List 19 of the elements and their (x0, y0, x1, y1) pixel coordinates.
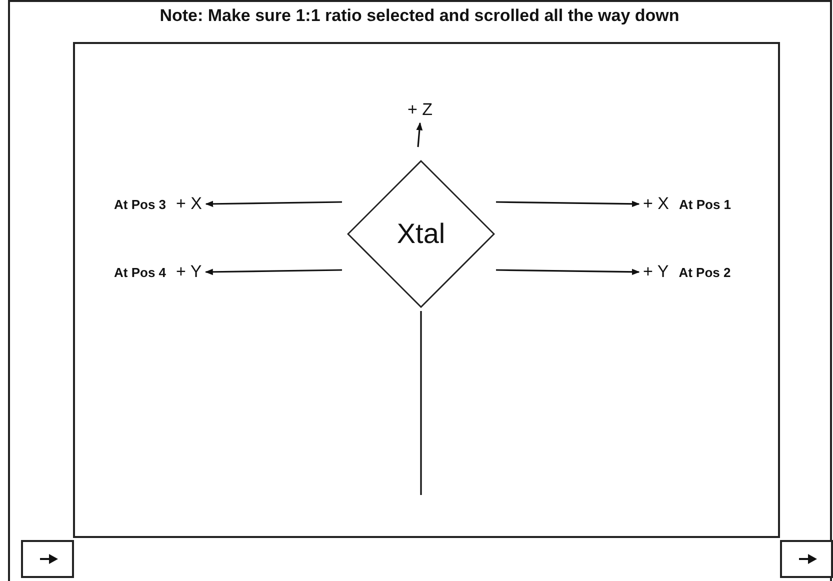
arrow (496, 268, 640, 276)
axis-label: + Y (643, 262, 669, 282)
arrow (496, 200, 640, 208)
connector-line (420, 311, 422, 495)
axis-label: + Y (176, 262, 202, 282)
position-label: At Pos 1 (679, 196, 732, 212)
position-label: At Pos 4 (114, 264, 166, 280)
arrow (204, 268, 342, 276)
axis-label: + X (176, 194, 202, 214)
arrow (416, 122, 423, 148)
axis-label: + X (643, 194, 669, 214)
position-label: At Pos 3 (114, 196, 166, 212)
note-title: Note: Make sure 1:1 ratio selected and scrolled all the way down (158, 6, 680, 26)
position-label: At Pos 2 (678, 264, 731, 280)
diagram-panel (73, 42, 780, 538)
axis-label: + Z (408, 100, 433, 120)
arrow (205, 200, 342, 208)
diamond-label: Xtal (396, 218, 446, 250)
decision-diamond (347, 160, 495, 308)
